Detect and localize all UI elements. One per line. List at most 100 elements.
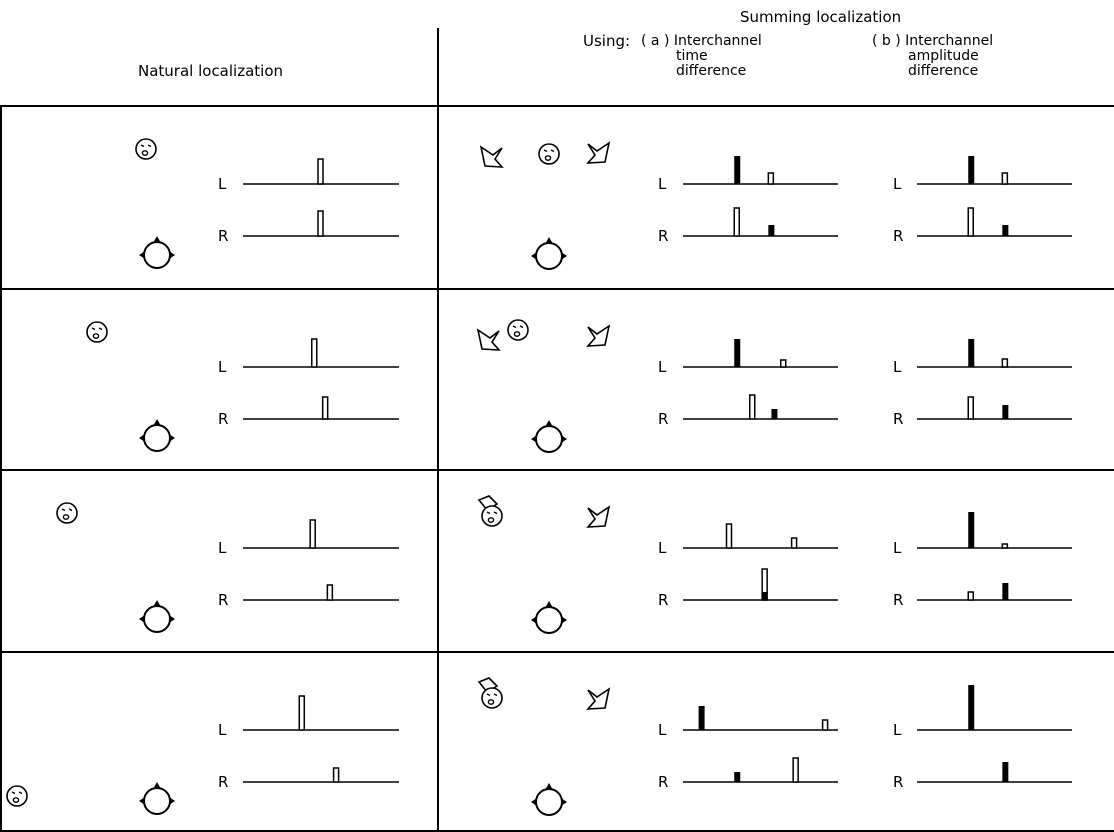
talker-face-icon	[56, 502, 78, 524]
pulse-open	[311, 338, 318, 368]
channel-label-R: R	[218, 410, 228, 428]
loudspeaker-icon	[476, 328, 501, 351]
talker-face-icon	[86, 321, 108, 343]
pulse-open	[792, 757, 799, 783]
channel-label-R: R	[658, 227, 668, 245]
talker-face-outline	[86, 321, 108, 343]
listener-left-ear	[531, 435, 537, 443]
occupied-speaker-mouth	[487, 517, 495, 523]
talker-mouth	[544, 155, 552, 161]
talker-face-icon	[538, 143, 560, 165]
listener-right-ear	[169, 797, 175, 805]
talker-eyes	[61, 508, 73, 512]
talker-mouth	[12, 797, 20, 803]
channel-label-R: R	[218, 227, 228, 245]
pulse-open	[1001, 358, 1009, 368]
channel-label-R: R	[893, 410, 903, 428]
column-b-line-3: difference	[908, 63, 979, 79]
pulse-filled	[768, 225, 775, 236]
channel-label-L: L	[658, 539, 667, 557]
channel-label-L: L	[893, 721, 902, 739]
loudspeaker-with-talker-icon	[477, 677, 503, 709]
pulse-filled	[734, 339, 741, 367]
channel-label-L: L	[218, 539, 227, 557]
row-rule-1	[0, 288, 1114, 290]
row-rule-2	[0, 469, 1114, 471]
pulse-filled	[968, 685, 975, 730]
pulse-open	[309, 519, 316, 549]
pulse-open	[967, 207, 974, 237]
channel-label-R: R	[218, 773, 228, 791]
channel-label-R: R	[893, 773, 903, 791]
channel-label-L: L	[218, 358, 227, 376]
pulse-filled	[1002, 762, 1009, 782]
talker-face-icon	[507, 319, 529, 341]
channel-label-L: L	[658, 175, 667, 193]
talker-mouth	[92, 333, 100, 339]
pulse-open	[767, 172, 775, 185]
talker-eyes	[11, 791, 23, 795]
pulse-filled	[968, 339, 975, 367]
talker-face-icon	[135, 138, 157, 160]
listener-left-ear	[139, 615, 145, 623]
channel-label-L: L	[218, 175, 227, 193]
listener-nose	[153, 782, 161, 789]
natural-localization-header: Natural localization	[138, 62, 284, 80]
channel-label-L: L	[658, 358, 667, 376]
talker-face-outline	[538, 143, 560, 165]
bottom-rule	[0, 830, 1114, 832]
column-b-header: ( b ) Interchannel amplitude difference	[872, 34, 993, 79]
listener-nose	[153, 600, 161, 607]
talker-mouth	[513, 331, 521, 337]
listener-head-outline	[143, 787, 171, 815]
listener-head-outline	[143, 241, 171, 269]
channel-label-R: R	[658, 410, 668, 428]
header-rule	[0, 105, 1114, 107]
listener-head-outline	[535, 425, 563, 453]
channel-label-L: L	[218, 721, 227, 739]
listener-right-ear	[561, 798, 567, 806]
column-divider	[437, 28, 439, 832]
channel-label-R: R	[658, 773, 668, 791]
listener-head-outline	[535, 242, 563, 270]
listener-head-icon	[139, 236, 175, 269]
pulse-open	[321, 396, 329, 420]
occupied-speaker-eyes	[486, 693, 498, 697]
pulse-open	[1001, 543, 1009, 549]
listener-nose	[153, 419, 161, 426]
listener-nose	[545, 420, 553, 427]
occupied-speaker-face	[481, 687, 503, 709]
row-rule-3	[0, 651, 1114, 653]
listener-right-ear	[561, 616, 567, 624]
talker-face-outline	[6, 785, 28, 807]
pulse-filled	[1002, 583, 1009, 600]
talker-mouth	[141, 150, 149, 156]
talker-eyes	[91, 327, 103, 331]
loudspeaker-icon	[586, 324, 611, 347]
loudspeaker-icon	[586, 505, 611, 528]
pulse-open	[1001, 172, 1009, 185]
listener-head-icon	[531, 783, 567, 816]
pulse-filled	[771, 409, 778, 419]
listener-head-outline	[143, 605, 171, 633]
listener-right-ear	[561, 252, 567, 260]
talker-face-outline	[507, 319, 529, 341]
pulse-open	[725, 523, 733, 549]
listener-left-ear	[531, 252, 537, 260]
loudspeaker-icon	[586, 141, 611, 164]
talker-face-outline	[135, 138, 157, 160]
pulse-open	[967, 591, 974, 601]
talker-eyes	[140, 144, 152, 148]
pulse-filled-part	[762, 592, 768, 600]
summing-localization-header: Summing localization	[740, 8, 902, 26]
talker-mouth	[62, 514, 70, 520]
pulse-open	[317, 158, 324, 185]
pulse-filled	[734, 156, 741, 184]
talker-face-icon	[6, 785, 28, 807]
pulse-open	[298, 695, 306, 731]
pulse-filled	[968, 156, 975, 184]
listener-right-ear	[169, 615, 175, 623]
talker-eyes	[543, 149, 555, 153]
column-a-header: ( a ) Interchannel time difference	[641, 34, 762, 79]
